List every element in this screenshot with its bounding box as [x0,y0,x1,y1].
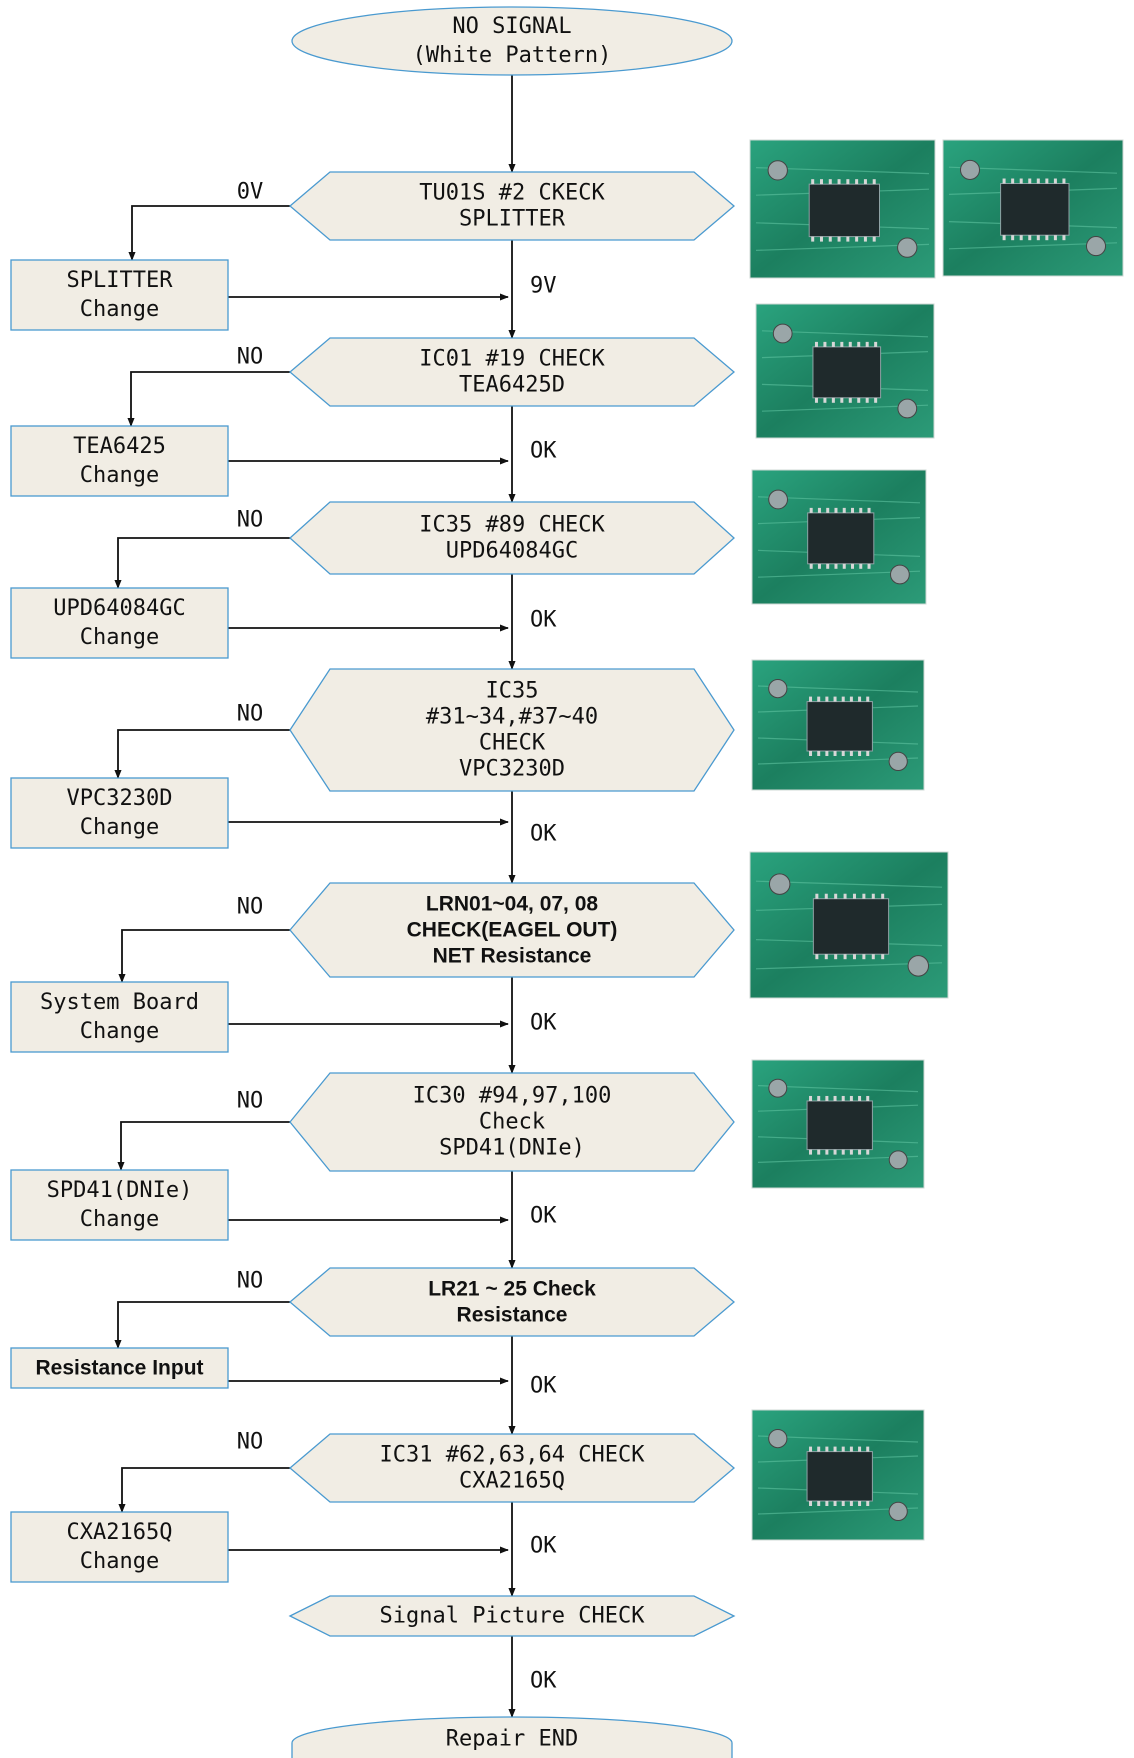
decision-3-label: UPD64084GC [446,539,578,564]
connector-no-4 [118,730,290,778]
connector-no-2 [131,372,290,426]
decision-3-label: IC35 #89 CHECK [419,513,605,538]
action-5-label: Change [80,1019,159,1044]
decision-8-label: CXA2165Q [459,1469,565,1494]
action-4-label: Change [80,815,159,840]
action-8-label: Change [80,1549,159,1574]
action-3-label: UPD64084GC [53,596,185,621]
action-2-label: Change [80,463,159,488]
tuner-splitter-photo [750,140,935,278]
ic31-cxa2165q-photo [752,1410,924,1540]
no-label-1: 0V [237,180,264,205]
yes-label-8: OK [530,1534,557,1559]
decision-5-label: NET Resistance [433,945,592,968]
component-photos [750,140,1123,1540]
connector-no-7 [118,1302,290,1348]
decision-8-label: IC31 #62,63,64 CHECK [380,1443,646,1468]
no-label-2: NO [237,345,264,370]
tuner-pcb-pads-photo [943,140,1123,276]
action-8-label: CXA2165Q [67,1520,173,1545]
ic35-upd64084gc-photo [752,470,926,604]
connector-no-1 [132,206,290,260]
yes-label-5: OK [530,1011,557,1036]
ic01-tea6425d-photo [756,304,934,438]
no-label-8: NO [237,1430,264,1455]
yes-label-9: OK [530,1669,557,1694]
action-7-label: Resistance Input [35,1357,203,1380]
action-5-label: System Board [40,990,199,1015]
decision-4-label: CHECK [479,731,546,756]
decision-6-label: IC30 #94,97,100 [413,1084,612,1109]
decision-1-label: SPLITTER [459,207,566,232]
decision-4-label: #31~34,#37~40 [426,705,598,730]
decision-1-label: TU01S #2 CKECK [419,181,605,206]
decision-9-label: Signal Picture CHECK [380,1604,646,1629]
decision-7-label: LR21 ~ 25 Check [428,1278,596,1301]
no-label-7: NO [237,1269,264,1294]
action-2-label: TEA6425 [73,434,166,459]
action-6-label: Change [80,1207,159,1232]
decision-7-label: Resistance [457,1304,568,1327]
decision-5-label: LRN01~04, 07, 08 [426,893,599,916]
no-label-4: NO [237,702,264,727]
connector-no-8 [122,1468,290,1512]
no-label-3: NO [237,508,264,533]
yes-label-2: OK [530,439,557,464]
decision-2-label: TEA6425D [459,373,565,398]
decision-6-label: Check [479,1110,545,1135]
action-3-label: Change [80,625,159,650]
yes-label-4: OK [530,822,557,847]
decision-4-label: IC35 [486,679,539,704]
yes-label-6: OK [530,1204,557,1229]
yes-label-7: OK [530,1374,557,1399]
no-label-5: NO [237,895,264,920]
connector-no-5 [122,930,290,982]
decision-2-label: IC01 #19 CHECK [419,347,605,372]
start-label: (White Pattern) [413,43,612,68]
flow-shapes: NO SIGNAL (White Pattern) Repair END TU01S … [11,7,734,1758]
decision-6-label: SPD41(DNIe) [439,1136,585,1161]
no-label-6: NO [237,1089,264,1114]
start-label: NO SIGNAL [452,14,571,39]
decision-4-label: VPC3230D [459,757,565,782]
action-4-label: VPC3230D [67,786,173,811]
yes-label-3: OK [530,608,557,633]
ic35-vpc3230d-photo [752,660,924,790]
connector-no-6 [121,1122,290,1170]
decision-5-label: CHECK(EAGEL OUT) [407,919,618,942]
action-1-label: Change [80,297,159,322]
samsung-eagle-chip-photo [750,852,948,998]
end-label: Repair END [446,1727,578,1752]
action-1-label: SPLITTER [67,268,174,293]
connector-no-3 [118,538,290,588]
dnie-chip-photo [752,1060,924,1188]
action-6-label: SPD41(DNIe) [47,1178,193,1203]
yes-label-1: 9V [530,274,557,299]
